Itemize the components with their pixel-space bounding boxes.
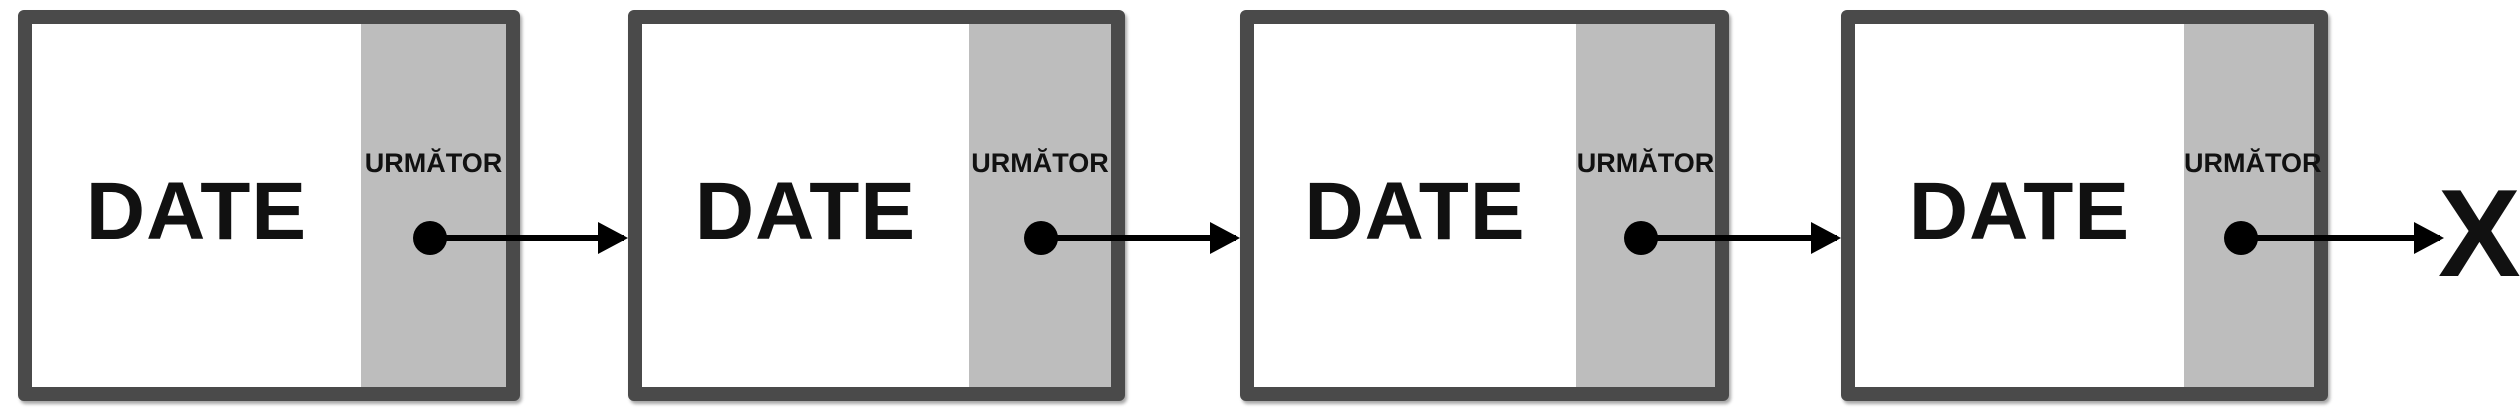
list-node-3: DATE URMĂTOR (1240, 10, 1729, 401)
node-2-data-label: DATE (694, 165, 917, 257)
arrow-node-1-to-2 (444, 222, 628, 254)
node-3-next-cell: URMĂTOR (1576, 24, 1715, 387)
node-4-pointer-dot (2224, 221, 2258, 255)
node-2-next-label: URMĂTOR (971, 148, 1109, 178)
arrow-node-4-to-null (2255, 222, 2444, 254)
node-4-next-cell: URMĂTOR (2184, 24, 2322, 387)
node-1-next-label: URMĂTOR (364, 148, 503, 178)
arrow-node-3-to-4 (1655, 222, 1841, 254)
node-2-pointer-dot (1024, 221, 1058, 255)
node-2-data-cell: DATE (642, 24, 983, 387)
node-4-data-cell: DATE (1855, 24, 2198, 387)
node-4-next-label: URMĂTOR (2184, 148, 2322, 178)
node-1-data-label: DATE (85, 165, 308, 257)
node-1-pointer-dot (413, 221, 447, 255)
node-3-next-label: URMĂTOR (1576, 148, 1715, 178)
node-1-next-cell: URMĂTOR (361, 24, 506, 387)
node-3-data-label: DATE (1304, 165, 1526, 257)
list-node-1: DATE URMĂTOR (18, 10, 520, 401)
node-3-data-cell: DATE (1254, 24, 1590, 387)
arrow-node-2-to-3 (1055, 222, 1240, 254)
list-node-2: DATE URMĂTOR (628, 10, 1125, 401)
null-terminator: X (2438, 165, 2520, 303)
node-1-data-cell: DATE (32, 24, 375, 387)
node-2-next-cell: URMĂTOR (969, 24, 1111, 387)
list-node-4: DATE URMĂTOR (1841, 10, 2328, 401)
node-3-pointer-dot (1624, 221, 1658, 255)
node-4-data-label: DATE (1908, 165, 2131, 257)
